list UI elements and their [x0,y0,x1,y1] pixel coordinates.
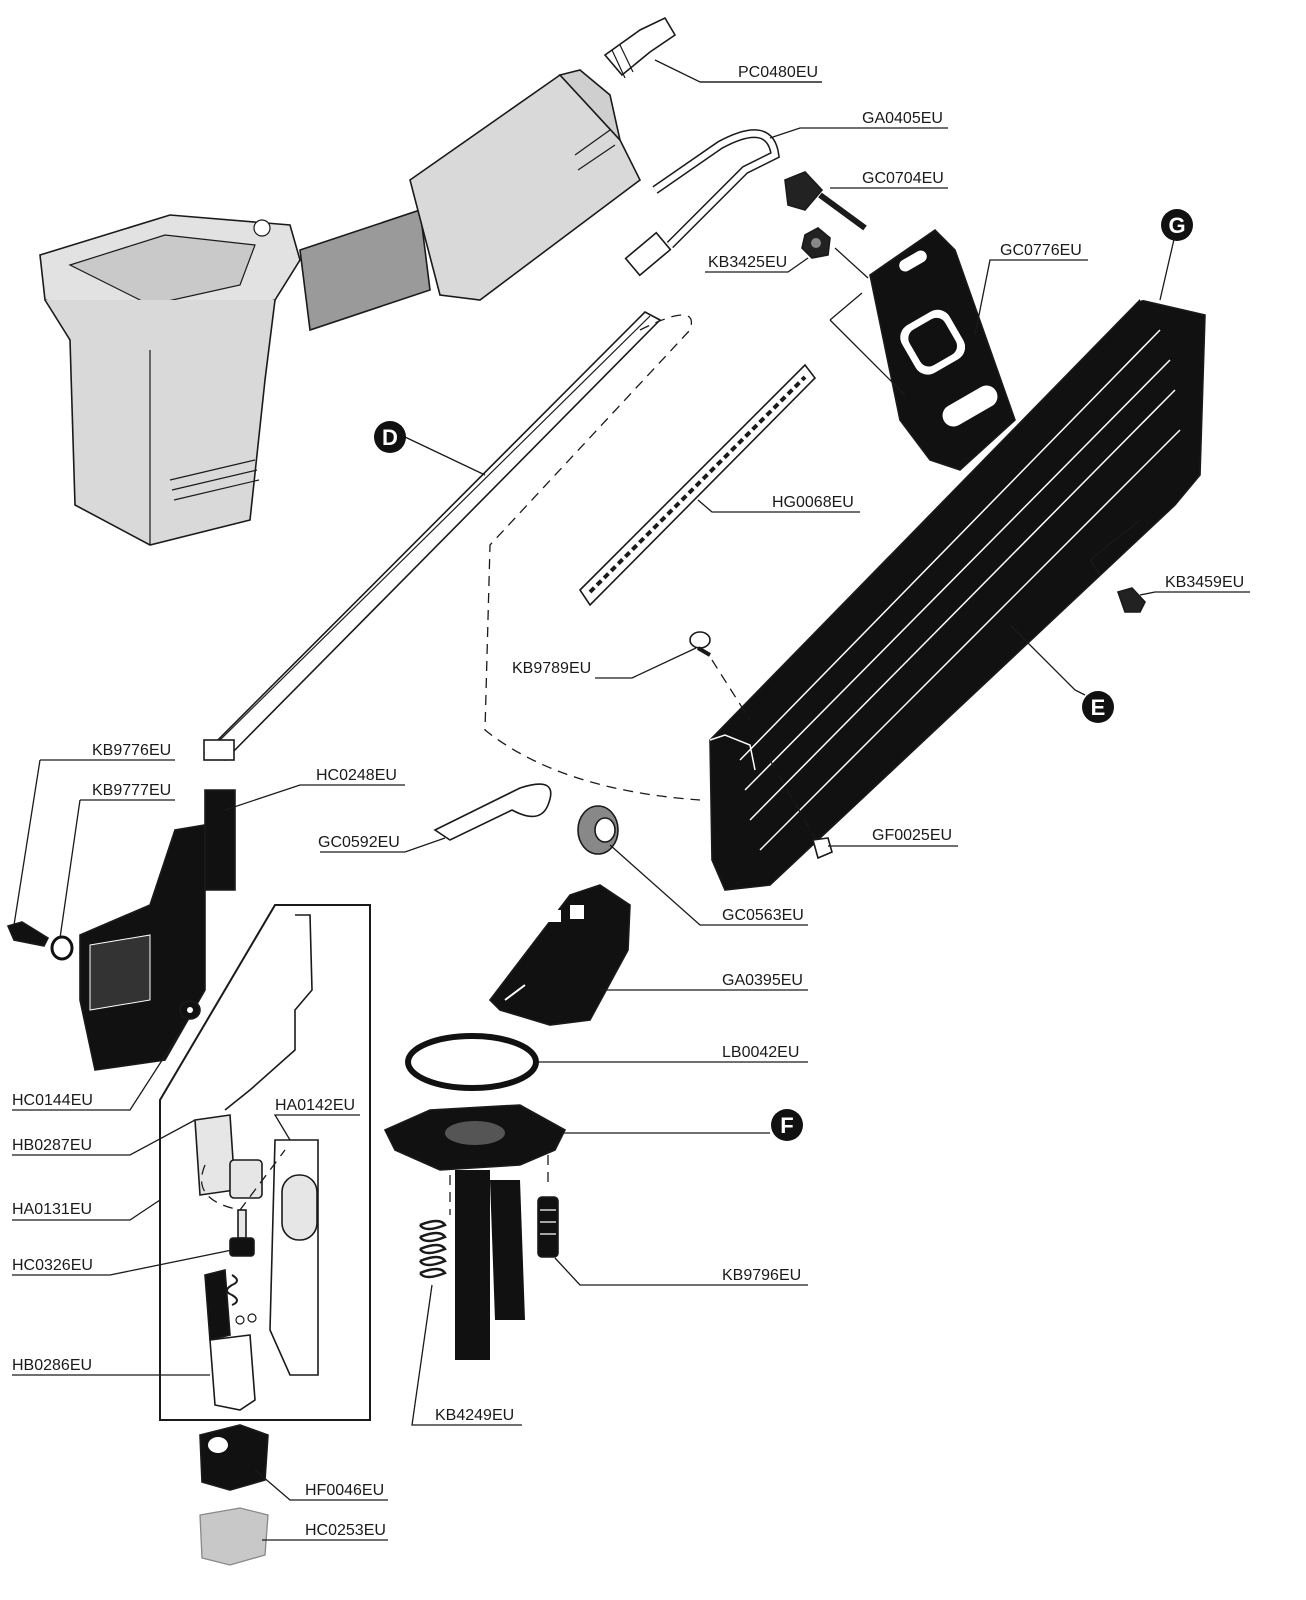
base-f-part [383,1104,567,1360]
svg-text:G: G [1168,213,1185,238]
hose-part [624,129,780,277]
strip-hg0068-part [578,363,817,607]
label-kb9789eu: KB9789EU [512,660,591,677]
nailer-body [39,69,642,546]
label-ga0395eu: GA0395EU [722,972,803,989]
pin-gf0025-part [811,837,833,860]
o-ring-lb0042-part [405,1033,539,1091]
cap-hc0253-part [199,1507,269,1566]
label-gc0704eu: GC0704EU [862,170,944,187]
label-ga0405eu: GA0405EU [862,110,943,127]
label-hb0287eu: HB0287EU [12,1137,92,1154]
label-pc0480eu: PC0480EU [738,64,818,81]
label-ha0131eu: HA0131EU [12,1201,92,1218]
label-hc0248eu: HC0248EU [316,767,397,784]
wheel-gc0563-part [577,805,619,855]
svg-text:E: E [1091,695,1106,720]
svg-text:D: D [382,425,398,450]
bolt-kb9796-part [537,1196,559,1258]
clip-gc0592-part [433,783,552,841]
label-kb9796eu: KB9796EU [722,1267,801,1284]
pin-hc0326-part [229,1209,255,1257]
label-gc0776eu: GC0776EU [1000,242,1082,259]
screw-kb9789-part [689,631,712,657]
label-hg0068eu: HG0068EU [772,494,854,511]
nut-hc0144-part [179,1000,201,1020]
trigger-assembly-part [194,914,319,1376]
label-kb9777eu: KB9777EU [92,782,171,799]
plate-gc0776-part [869,228,1016,471]
badge-e: E [1082,691,1114,723]
label-hb0286eu: HB0286EU [12,1357,92,1374]
label-lb0042eu: LB0042EU [722,1044,799,1061]
badge-d: D [374,421,406,453]
label-ha0142eu: HA0142EU [275,1097,355,1114]
spring-kb4249-part [418,1219,447,1279]
bracket-hc0248-part [79,789,236,1071]
label-hf0046eu: HF0046EU [305,1482,384,1499]
screw-kb3459-part [1116,587,1146,613]
air-fitting-part [603,16,677,79]
label-gc0592eu: GC0592EU [318,834,400,851]
feeder-ga0395-part [488,884,631,1026]
svg-text:F: F [780,1113,793,1138]
label-gc0563eu: GC0563EU [722,907,804,924]
label-kb3425eu: KB3425EU [708,254,787,271]
label-hc0326eu: HC0326EU [12,1257,93,1274]
magazine-part [709,294,1206,891]
label-hc0253eu: HC0253EU [305,1522,386,1539]
cap-hf0046-part [199,1424,269,1491]
washer-kb9777-part [50,935,74,961]
badge-g: G [1161,209,1193,241]
nut-kb3425-part [801,227,831,259]
badge-f: F [771,1109,803,1141]
label-kb9776eu: KB9776EU [92,742,171,759]
label-kb4249eu: KB4249EU [435,1407,514,1424]
trigger-hb0286-part [204,1268,257,1411]
label-gf0025eu: GF0025EU [872,827,952,844]
rail-d-part [203,311,662,762]
screw-gc0704-part [784,171,867,231]
screw-kb9776-part [6,921,50,947]
label-kb3459eu: KB3459EU [1165,574,1244,591]
label-hc0144eu: HC0144EU [12,1092,93,1109]
